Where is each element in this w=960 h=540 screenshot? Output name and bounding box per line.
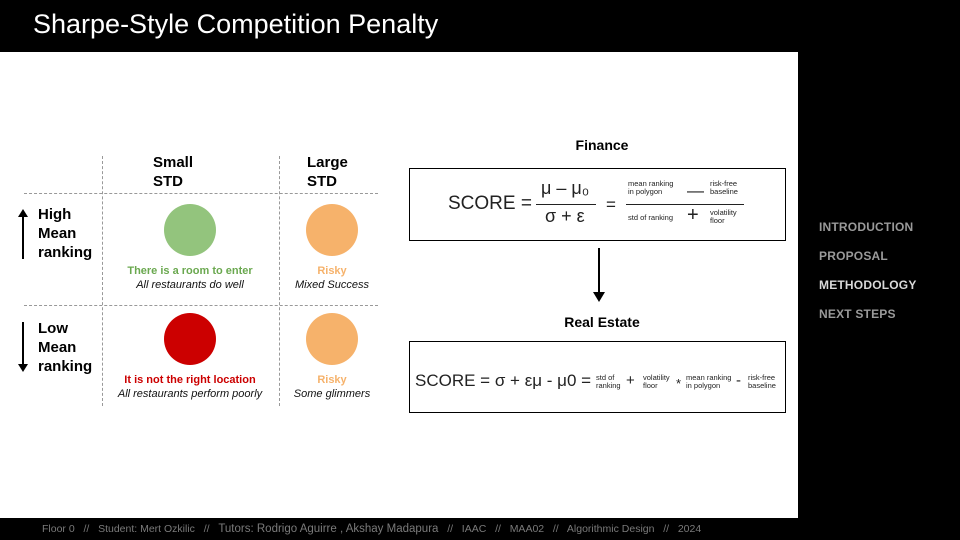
cell-subtitle-mixed-success: Mixed Success xyxy=(295,279,369,291)
finance-risk-free: risk-free baseline xyxy=(710,179,738,196)
footer-student: Student: Mert Ozkilic xyxy=(98,523,195,535)
matrix-divider-middle-row xyxy=(24,305,378,306)
finance-volatility: volatility floor xyxy=(710,208,737,225)
real-estate-minus: - xyxy=(736,372,741,389)
finance-fraction-bar xyxy=(536,204,596,205)
footer-tutors: Tutors: Rodrigo Aguirre , Akshay Madapur… xyxy=(218,523,439,535)
cell-title-risky: Risky xyxy=(317,374,347,386)
cell-title-risky: Risky xyxy=(317,265,347,277)
nav-item-next-steps[interactable]: NEXT STEPS xyxy=(819,307,896,321)
cell-subtitle-do-well: All restaurants do well xyxy=(136,279,244,291)
finance-minus: — xyxy=(687,181,704,200)
footer-floor: Floor 0 xyxy=(42,523,75,535)
side-nav: INTRODUCTION PROPOSAL METHODOLOGY NEXT S… xyxy=(819,220,917,336)
footer-separator: // xyxy=(203,523,210,535)
real-estate-mean: mean ranking in polygon xyxy=(686,373,732,390)
real-estate-formula-box: SCORE = σ + εμ - μ0 = std of ranking + v… xyxy=(409,341,786,413)
finance-numerator: μ – μ₀ xyxy=(541,178,590,198)
matrix-divider-top xyxy=(24,193,378,194)
status-circle-green xyxy=(164,204,216,256)
status-circle-red xyxy=(164,313,216,365)
real-estate-times: * xyxy=(676,376,682,391)
finance-equals: = xyxy=(606,195,616,214)
slide-title: Sharpe-Style Competition Penalty xyxy=(33,9,439,39)
footer-separator: // xyxy=(663,523,670,535)
arrow-down-icon xyxy=(593,248,605,302)
cell-subtitle-some-glimmers: Some glimmers xyxy=(293,388,371,400)
footer-school: IAAC xyxy=(461,523,487,535)
footer-year: 2024 xyxy=(677,523,702,535)
footer-separator: // xyxy=(447,523,454,535)
cell-title-room-to-enter: There is a room to enter xyxy=(127,265,253,277)
finance-right-fraction-bar xyxy=(626,204,744,205)
footer-course: Algorithmic Design xyxy=(566,523,655,535)
slide-content: Small STD Large STD High Mean ranking Lo… xyxy=(0,52,798,518)
arrow-down-icon xyxy=(18,322,28,372)
footer-separator: // xyxy=(83,523,90,535)
col-header-large-std: Large STD xyxy=(307,154,348,190)
real-estate-risk-free: risk-free baseline xyxy=(748,373,776,390)
cell-title-not-right-location: It is not the right location xyxy=(124,374,256,386)
finance-std-ranking: std of ranking xyxy=(628,213,674,222)
status-circle-orange xyxy=(306,313,358,365)
matrix-divider-left xyxy=(102,156,103,406)
nav-item-proposal[interactable]: PROPOSAL xyxy=(819,249,888,263)
finance-formula-box: SCORE = μ – μ₀ σ + ε = mean ranking in p… xyxy=(409,168,786,241)
footer: Floor 0 // Student: Mert Ozkilic // Tuto… xyxy=(42,523,701,535)
row-header-high-mean: High Mean ranking xyxy=(38,206,93,261)
real-estate-title: Real Estate xyxy=(564,314,640,330)
finance-mean-ranking: mean ranking in polygon xyxy=(628,179,674,196)
finance-title: Finance xyxy=(575,137,629,153)
finance-score-label: SCORE = xyxy=(448,193,532,214)
real-estate-plus: + xyxy=(626,372,635,389)
status-circle-orange xyxy=(306,204,358,256)
cell-subtitle-perform-poorly: All restaurants perform poorly xyxy=(117,388,263,400)
finance-denominator: σ + ε xyxy=(545,206,585,226)
nav-item-methodology[interactable]: METHODOLOGY xyxy=(819,278,917,292)
matrix-divider-middle xyxy=(279,156,280,406)
finance-plus: + xyxy=(687,204,699,226)
real-estate-volatility: volatility floor xyxy=(643,373,670,390)
real-estate-std: std of ranking xyxy=(596,373,621,390)
arrow-up-icon xyxy=(18,209,28,259)
real-estate-formula: SCORE = σ + εμ - μ0 = xyxy=(415,371,592,390)
footer-separator: // xyxy=(495,523,501,535)
col-header-small-std: Small STD xyxy=(153,154,194,190)
title-bar: Sharpe-Style Competition Penalty xyxy=(0,0,960,52)
row-header-low-mean: Low Mean ranking xyxy=(38,320,93,375)
footer-program: MAA02 xyxy=(509,523,545,535)
nav-item-introduction[interactable]: INTRODUCTION xyxy=(819,220,914,234)
footer-separator: // xyxy=(552,523,559,535)
